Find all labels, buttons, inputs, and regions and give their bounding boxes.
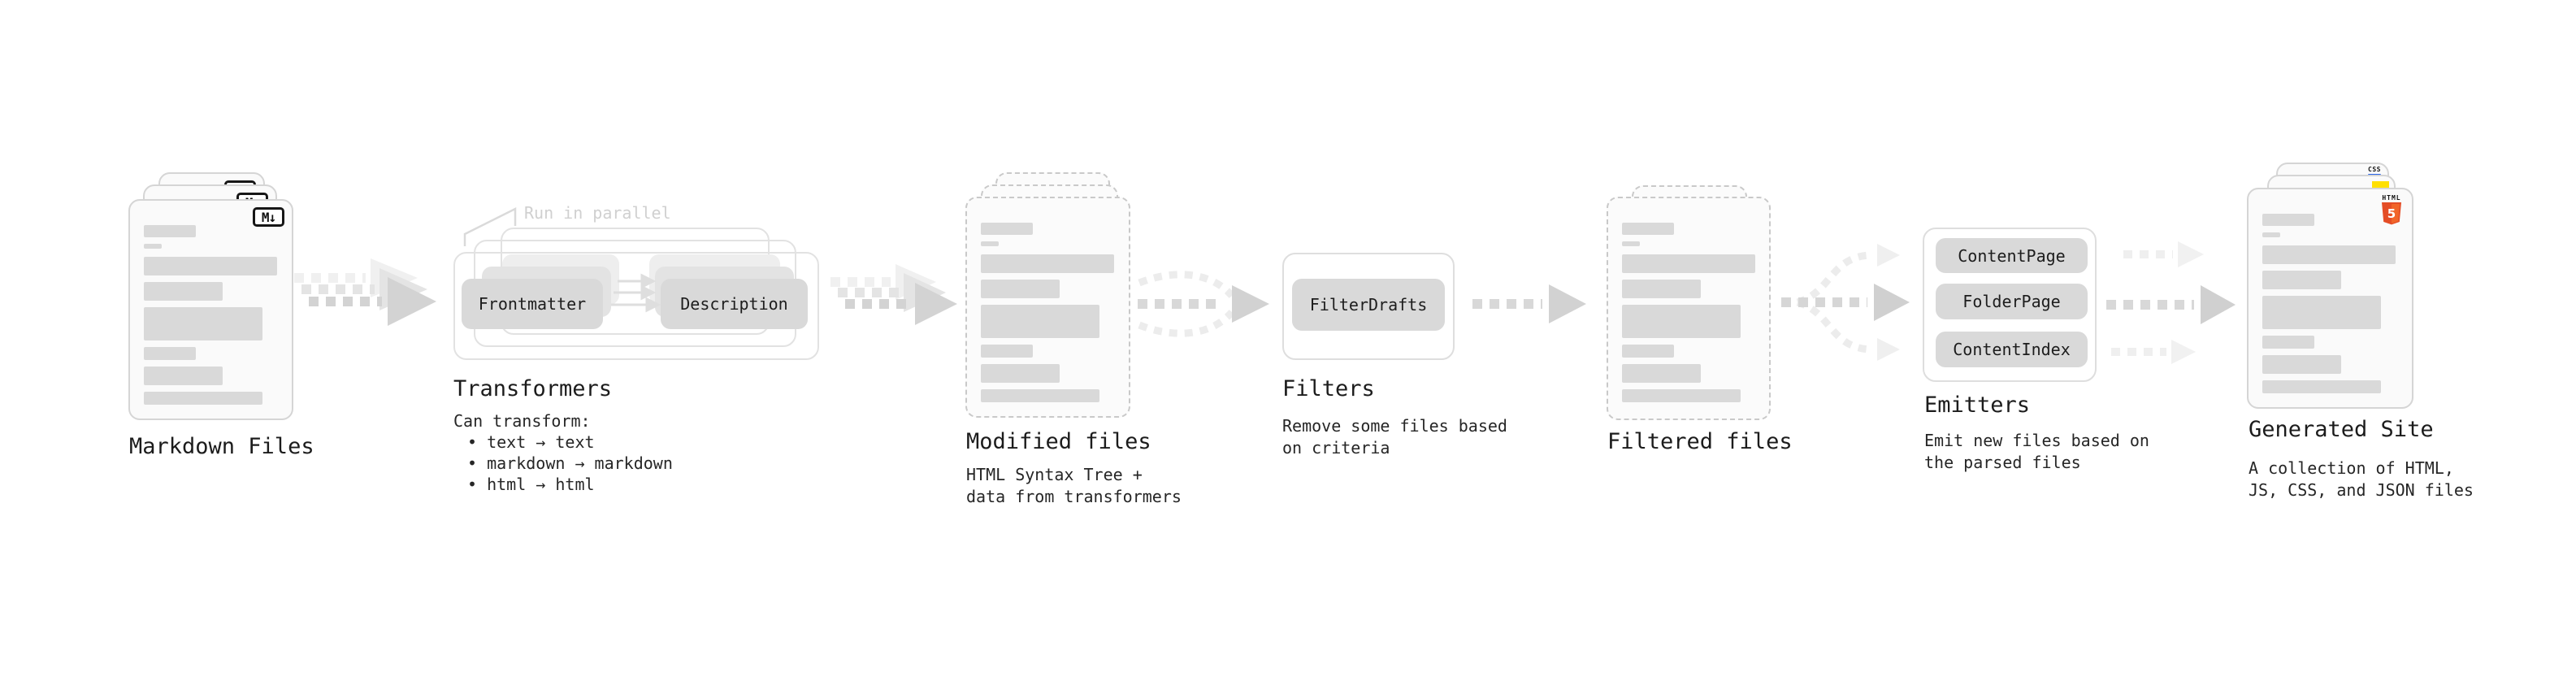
modified-files-label: Modified files [966, 429, 1151, 454]
text-placeholder-bars [981, 223, 1114, 409]
svg-text:5: 5 [2387, 206, 2396, 221]
can-transform-title: Can transform: [453, 411, 591, 431]
filtered-file-card-front [1607, 197, 1771, 420]
transform-bullet: • markdown → markdown [467, 453, 673, 473]
arrow-modified-to-filters [1138, 271, 1269, 337]
html5-icon: HTML 5 [2381, 194, 2402, 229]
text-placeholder-bars [2262, 214, 2396, 400]
arrow-transformers-to-modified [830, 264, 957, 325]
transformers-label: Transformers [453, 376, 613, 401]
frontmatter-chip: Frontmatter [462, 279, 603, 329]
modified-files-description: HTML Syntax Tree + data from transformer… [966, 465, 1182, 506]
filters-label: Filters [1282, 376, 1375, 401]
transform-bullet: • html → html [467, 475, 595, 494]
markdown-file-card-front: M↓ [128, 199, 293, 420]
emitters-container [1923, 228, 2097, 382]
filterdrafts-chip: FilterDrafts [1292, 279, 1445, 331]
transformer-container-front [453, 252, 819, 360]
markdown-icon: M↓ [253, 207, 284, 227]
generated-site-description: A collection of HTML, JS, CSS, and JSON … [2249, 458, 2474, 500]
arrow-markdown-to-transformers [294, 258, 436, 326]
filters-container [1282, 253, 1455, 360]
arrow-filtered-to-emitters [1781, 244, 1910, 361]
modified-file-card-front [965, 197, 1130, 418]
generated-file-card-html: HTML 5 [2247, 188, 2413, 409]
arrow-filters-to-filtered [1472, 284, 1586, 323]
contentindex-chip: ContentIndex [1936, 332, 2088, 367]
text-placeholder-bars [1622, 223, 1755, 409]
filtered-files-label: Filtered files [1607, 429, 1793, 454]
run-in-parallel-annotation: Run in parallel [524, 203, 671, 223]
generated-site-label: Generated Site [2249, 417, 2434, 442]
contentpage-chip: ContentPage [1936, 238, 2088, 273]
markdown-files-label: Markdown Files [129, 434, 314, 459]
description-chip: Description [661, 279, 808, 329]
folderpage-chip: FolderPage [1936, 284, 2088, 319]
text-placeholder-bars [144, 225, 277, 411]
filters-description: Remove some files based on criteria [1282, 416, 1507, 458]
emitters-description: Emit new files based on the parsed files [1924, 431, 2149, 472]
transformers-description: Can transform: • text → text • markdown … [453, 410, 673, 495]
arrows-emitters-to-generated [2106, 241, 2236, 364]
transform-bullet: • text → text [467, 432, 595, 452]
emitters-label: Emitters [1924, 393, 2031, 418]
